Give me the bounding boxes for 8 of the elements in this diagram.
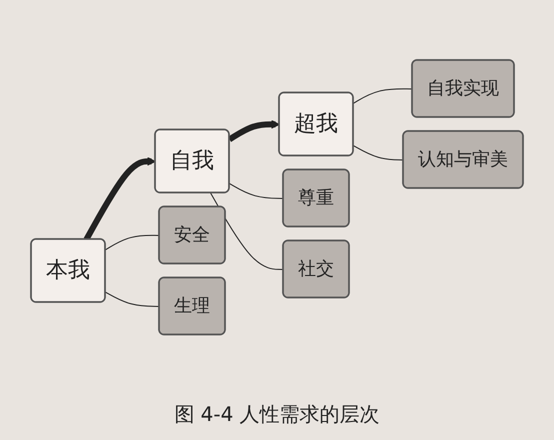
connector: [229, 183, 284, 200]
arrow: [228, 120, 280, 142]
connector: [105, 235, 160, 251]
connector: [353, 88, 413, 104]
connector: [105, 292, 160, 308]
connector: [353, 145, 404, 161]
figure-caption: 图 4-4 人性需求的层次: [174, 401, 380, 428]
connector: [210, 192, 284, 270]
